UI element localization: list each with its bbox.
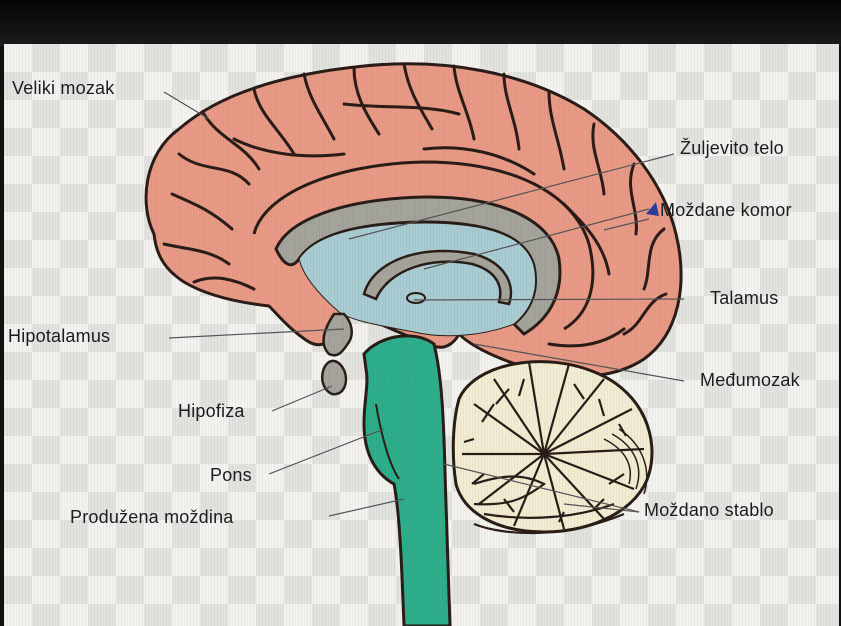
label-medjumozak: Međumozak: [700, 370, 800, 391]
label-mozdane-komore: Moždane komor: [660, 200, 792, 221]
label-talamus: Talamus: [710, 288, 778, 309]
label-hipofiza: Hipofiza: [178, 401, 245, 422]
label-mozdano-stablo: Moždano stablo: [644, 500, 774, 521]
brain-diagram: [4, 44, 839, 626]
brainstem: [364, 336, 450, 626]
label-zuljevito-telo: Žuljevito telo: [680, 138, 784, 159]
monitor-bezel: [0, 0, 841, 46]
label-pons: Pons: [210, 465, 252, 486]
label-produzena-mozdina: Produžena moždina: [70, 507, 234, 528]
label-hipotalamus: Hipotalamus: [8, 326, 110, 347]
diagram-screen: Veliki mozak Žuljevito telo Moždane komo…: [4, 44, 839, 626]
label-veliki-mozak: Veliki mozak: [12, 78, 114, 99]
